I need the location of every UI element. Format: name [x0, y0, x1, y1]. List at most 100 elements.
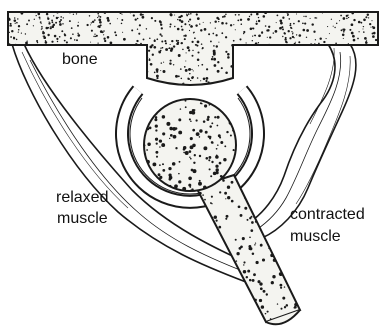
bone-texture-dot: [175, 75, 178, 78]
bone-texture-dot: [176, 40, 178, 42]
bone-texture-dot: [192, 50, 193, 51]
bone-texture-dot: [41, 23, 42, 24]
bone-texture-dot: [185, 100, 187, 102]
bone-texture-dot: [49, 21, 50, 22]
bone-texture-dot: [181, 29, 183, 31]
bone-texture-dot: [161, 62, 162, 63]
bone-texture-dot: [77, 33, 78, 34]
bone-texture-dot: [148, 50, 150, 52]
bone-texture-dot: [66, 41, 68, 43]
bone-texture-dot: [243, 261, 245, 263]
bone-texture-dot: [296, 273, 299, 276]
bone-texture-dot: [154, 20, 156, 22]
bone-texture-dot: [223, 296, 225, 298]
bone-texture-dot: [253, 273, 256, 276]
bone-texture-dot: [304, 23, 306, 25]
bone-texture-dot: [34, 19, 35, 20]
bone-texture-dot: [190, 120, 192, 122]
bone-texture-dot: [99, 21, 102, 24]
bone-texture-dot: [236, 260, 237, 261]
bone-texture-dot: [206, 68, 208, 70]
bone-texture-dot: [194, 109, 196, 111]
bone-texture-dot: [181, 43, 183, 45]
bone-texture-dot: [340, 15, 342, 17]
bone-texture-dot: [206, 77, 209, 80]
bone-texture-dot: [279, 273, 282, 276]
bone-texture-dot: [278, 182, 279, 183]
bone-texture-dot: [318, 43, 320, 45]
bone-texture-dot: [219, 162, 222, 165]
bone-texture-dot: [140, 43, 142, 45]
bone-texture-dot: [172, 162, 176, 166]
bone-texture-dot: [195, 44, 197, 46]
bone-texture-dot: [294, 43, 296, 45]
bone-texture-dot: [351, 23, 354, 26]
bone-texture-dot: [199, 155, 201, 157]
bone-texture-dot: [163, 70, 166, 73]
contracted-muscle-label-line2: muscle: [290, 227, 341, 246]
bone-texture-dot: [352, 35, 355, 38]
bone-texture-dot: [195, 300, 198, 303]
bone-texture-dot: [231, 171, 234, 174]
bone-texture-dot: [195, 119, 197, 121]
bone-texture-dot: [231, 84, 233, 86]
bone-texture-dot: [234, 125, 237, 128]
bone-texture-dot: [290, 23, 292, 25]
bone-texture-dot: [246, 307, 248, 309]
bone-texture-dot: [353, 39, 356, 42]
bone-texture-dot: [323, 41, 325, 43]
bone-texture-dot: [266, 293, 268, 295]
bone-texture-dot: [103, 30, 105, 32]
bone-texture-dot: [214, 116, 216, 118]
bone-texture-dot: [256, 13, 259, 16]
bone-texture-dot: [187, 46, 190, 49]
bone-texture-dot: [170, 23, 172, 25]
bone-texture-dot: [237, 301, 239, 303]
bone-ball: [143, 98, 237, 192]
bone-texture-dot: [284, 306, 286, 308]
bone-texture-dot: [218, 226, 221, 229]
bone-texture-dot: [269, 36, 271, 38]
bone-texture-dot: [210, 175, 212, 177]
bone-texture-dot: [146, 115, 150, 119]
bone-texture-dot: [264, 12, 266, 14]
bone-texture-dot: [368, 17, 369, 18]
bone-texture-dot: [135, 18, 137, 20]
bone-texture-dot: [146, 28, 147, 29]
bone-texture-dot: [122, 32, 123, 33]
bone-texture-dot: [225, 22, 227, 24]
bone-texture-dot: [60, 16, 62, 18]
bone-texture-dot: [175, 147, 177, 149]
bone-texture-dot: [162, 169, 165, 172]
bone-texture-dot: [137, 29, 138, 30]
bone-texture-dot: [96, 35, 98, 37]
bone-texture-dot: [225, 292, 227, 294]
bone-texture-dot: [197, 226, 201, 230]
bone-texture-dot: [217, 61, 219, 63]
bone-texture-dot: [203, 120, 206, 123]
bone-texture-dot: [234, 99, 236, 101]
bone-texture-dot: [74, 39, 76, 41]
bone-texture-dot: [18, 25, 20, 27]
bone-texture-dot: [203, 78, 206, 81]
bone-texture-dot: [36, 15, 37, 16]
bone-texture-dot: [204, 229, 207, 232]
bone-texture-dot: [229, 300, 231, 302]
bone-texture-dot: [97, 42, 98, 43]
bone-texture-dot: [169, 62, 171, 64]
bone-texture-dot: [171, 40, 173, 42]
bone-texture-dot: [315, 39, 316, 40]
bone-texture-dot: [205, 131, 208, 134]
bone-texture-dot: [213, 302, 215, 304]
bone-texture-dot: [39, 18, 40, 19]
bone-texture-dot: [225, 51, 227, 53]
bone-texture-dot: [280, 287, 282, 289]
bone-texture-dot: [227, 53, 230, 56]
bone-texture-dot: [42, 32, 45, 35]
bone-texture-dot: [252, 279, 255, 282]
bone-texture-dot: [184, 34, 186, 36]
bone-texture-dot: [76, 13, 77, 14]
bone-texture-dot: [311, 23, 313, 25]
bone-texture-dot: [184, 23, 186, 25]
bone-texture-dot: [165, 42, 167, 44]
